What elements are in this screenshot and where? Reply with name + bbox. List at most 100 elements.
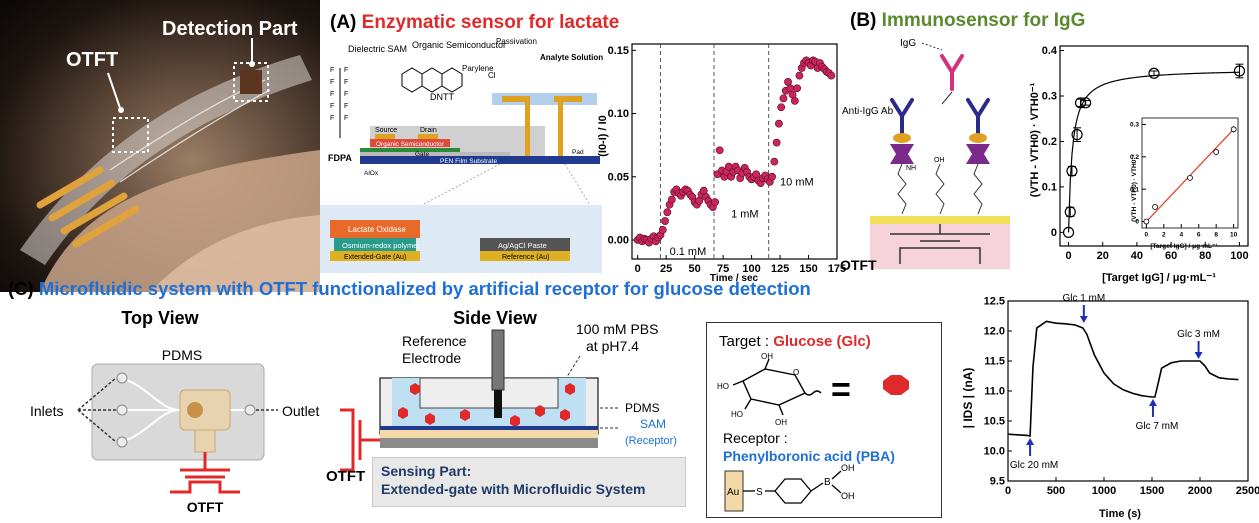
chart-a-ytick-label: 0.05 xyxy=(608,171,629,183)
chart-c-ytick-label: 10.0 xyxy=(984,446,1005,458)
chart-c-xtick-label: 2500 xyxy=(1236,485,1259,497)
top-view-pdms: PDMS xyxy=(162,347,202,363)
chart-b-inset-xtick-label: 0 xyxy=(1145,232,1149,239)
chart-a-ylabel: (I0-I) / I0 xyxy=(597,115,609,157)
chart-c-arrow-label: Glc 1 mM xyxy=(1062,293,1105,304)
panel-c-heading: Microfluidic system with OTFT functional… xyxy=(38,278,811,299)
chart-b-inset-ytick-label: 0.3 xyxy=(1130,122,1139,129)
chart-a-point xyxy=(711,198,720,206)
molecules: HO HO OH OH O = Receptor : Phenylboronic… xyxy=(717,352,909,512)
chart-a-point xyxy=(770,157,779,166)
chart-b-frame xyxy=(1059,45,1249,247)
chart-b-point xyxy=(1080,97,1092,109)
chart-b-point xyxy=(1071,129,1083,141)
device-photo-illustration: Detection Part OTFT xyxy=(20,18,320,292)
label-reference-au: Reference (Au) xyxy=(502,254,549,261)
pbs-line2: at pH7.4 xyxy=(586,338,639,354)
pbs-line1: 100 mM PBS xyxy=(576,321,658,337)
side-view-receptor: (Receptor) xyxy=(625,435,677,447)
chart-b-point xyxy=(1066,165,1078,177)
chem-s: S xyxy=(756,487,763,498)
chem-oh-1: OH xyxy=(841,463,855,473)
top-view-title: Top View xyxy=(121,308,199,328)
label-fdpa: FDPA xyxy=(328,153,352,163)
chart-c-xtick-label: 500 xyxy=(1047,485,1065,497)
chart-c-arrow-label: Glc 7 mM xyxy=(1136,421,1179,432)
chart-b-point xyxy=(1064,206,1076,218)
label-pen-film: PEN Film Substrate xyxy=(440,158,497,165)
svg-text:F: F xyxy=(344,103,348,110)
chart-b-inset-xlabel: [Target IgG] / μg·mL⁻¹ xyxy=(1150,243,1217,250)
chart-b-inset-frame xyxy=(1141,117,1239,229)
sensing-line1: Sensing Part: xyxy=(381,463,472,479)
chart-c-xtick-label: 2000 xyxy=(1188,485,1212,497)
chart-a-xtick-label: 75 xyxy=(717,263,729,275)
chart-a-point xyxy=(663,208,672,217)
target-prefix: Target : xyxy=(719,333,774,350)
panel-b-immuno-schematic: IgG Anti-IgG Ab OH NH OTFT xyxy=(840,38,1010,273)
chart-c-ytick-label: 12.0 xyxy=(984,326,1005,338)
label-lactate-oxidase: Lactate Oxidase xyxy=(348,225,406,234)
side-view-sam: SAM xyxy=(640,417,666,431)
side-view-schematic: Side View Reference Electrode 100 mM PBS… xyxy=(340,308,677,472)
chart-a-xtick-label: 100 xyxy=(742,263,760,275)
label-passivation: Passivation xyxy=(496,37,537,46)
sensing-line2: Extended-gate with Microfluidic System xyxy=(381,481,646,497)
chart-a-point xyxy=(715,146,724,155)
chem-oh-2: OH xyxy=(841,491,855,501)
svg-text:F: F xyxy=(330,91,334,98)
chart-c-line xyxy=(1007,320,1239,437)
chart-b-xtick-label: 20 xyxy=(1097,250,1109,262)
glc-ho-1: HO xyxy=(717,382,729,391)
chart-b-inset-point xyxy=(1230,126,1237,133)
device-photo: Detection Part OTFT xyxy=(0,0,320,292)
chart-a-point xyxy=(795,71,804,80)
chart-c-ytick-label: 10.5 xyxy=(984,416,1005,428)
chart-a-annotation: 10 mM xyxy=(780,177,814,189)
chart-a-xtick-label: 25 xyxy=(660,263,672,275)
chart-b-inset-xtick-label: 6 xyxy=(1197,232,1201,239)
chart-a-annotation: 0.1 mM xyxy=(670,246,707,258)
glc-oh-2: OH xyxy=(761,352,773,361)
chart-c-xlabel: Time (s) xyxy=(1099,508,1141,520)
label-parylene: Parylene xyxy=(462,64,494,73)
label-os-layer: Organic Semiconductor xyxy=(376,141,445,148)
chart-a-point xyxy=(790,97,799,105)
chart-b-point xyxy=(1233,65,1246,77)
svg-text:F: F xyxy=(344,79,348,86)
label-dielectric-sam: Dielectric SAM xyxy=(348,44,407,54)
label-analyte-solution: Analyte Solution xyxy=(540,53,603,62)
label-inlets: Inlets xyxy=(30,403,63,419)
chart-b-ytick-label: 0 xyxy=(1051,227,1057,239)
chart-b-ylabel: (VTH - VTH0) · VTH0⁻¹ xyxy=(1029,82,1041,197)
chart-a-point xyxy=(772,138,781,147)
svg-text:F: F xyxy=(344,115,348,122)
label-osmium: Osmium-redox polymer xyxy=(342,241,420,250)
chart-b-xtick-label: 0 xyxy=(1065,250,1071,262)
glc-ho-2: HO xyxy=(731,410,743,419)
chart-b-xtick-label: 60 xyxy=(1165,250,1177,262)
chart-b-ytick-label: 0.1 xyxy=(1042,182,1057,194)
panel-c-letter: (C) xyxy=(8,278,34,299)
chart-a-ytick-label: 0.10 xyxy=(608,108,629,120)
chart-c-ytick-label: 9.5 xyxy=(990,476,1005,488)
receptor-name: Phenylboronic acid (PBA) xyxy=(723,448,895,464)
chart-a-point xyxy=(661,217,669,225)
chart-a-xtick-label: 0 xyxy=(635,263,641,275)
chart-b-inset-ytick-label: 0.1 xyxy=(1130,186,1139,193)
label-cl: Cl xyxy=(488,71,496,80)
ref-electrode-line1: Reference xyxy=(402,333,467,349)
chart-b-inset-xtick-label: 8 xyxy=(1214,232,1218,239)
chart-b-inset-xtick-label: 10 xyxy=(1230,232,1238,239)
top-view-otft: OTFT xyxy=(187,499,224,515)
chart-a-xtick-label: 150 xyxy=(799,263,817,275)
svg-text:F: F xyxy=(330,115,334,122)
svg-text:F: F xyxy=(330,79,334,86)
panel-c-title: (C) Microfluidic system with OTFT functi… xyxy=(8,278,811,300)
photo-detection-label: Detection Part xyxy=(162,18,298,40)
svg-text:F: F xyxy=(344,91,348,98)
chart-a-point xyxy=(777,103,786,112)
label-dntt: DNTT xyxy=(430,92,454,102)
